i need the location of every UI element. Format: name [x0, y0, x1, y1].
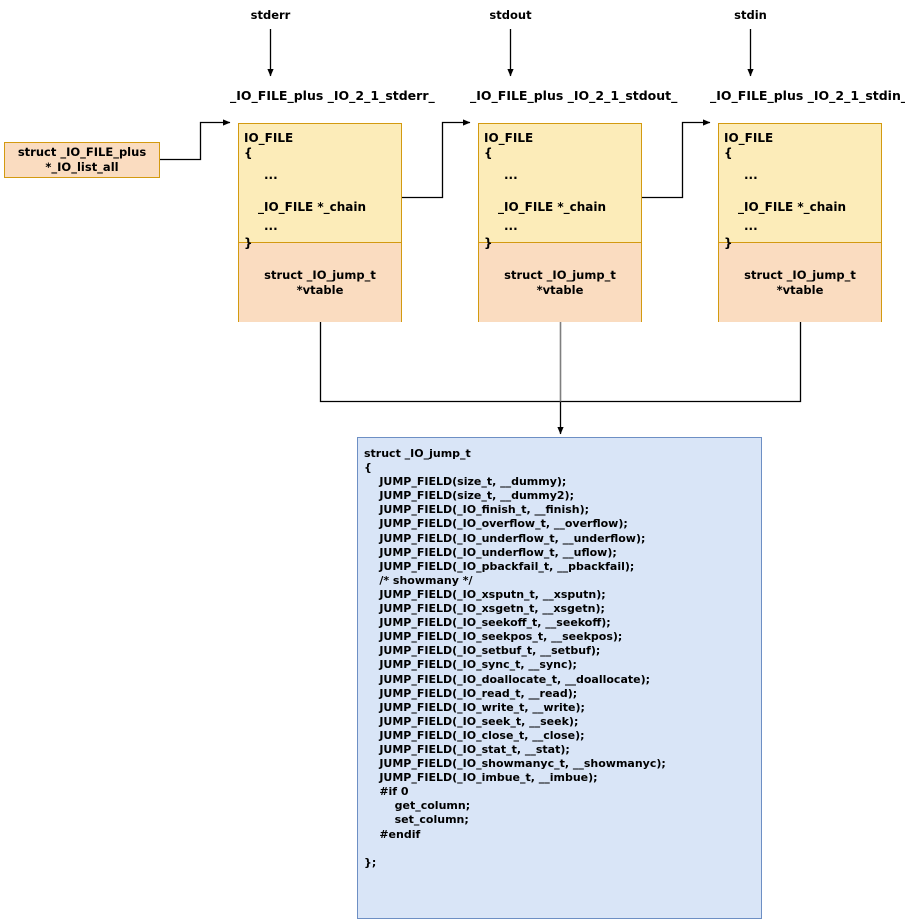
io-file-open-brace: {: [484, 146, 493, 160]
jump-t-code-line: JUMP_FIELD(_IO_setbuf_t, __setbuf);: [364, 644, 601, 658]
io-jump-t-code: struct _IO_jump_t{ JUMP_FIELD(size_t, __…: [364, 447, 761, 870]
io-jump-t-definition-box[interactable]: struct _IO_jump_t{ JUMP_FIELD(size_t, __…: [357, 437, 762, 919]
stream-label-stderr: stderr: [250, 8, 291, 22]
file-plus-box-stdout[interactable]: IO_FILE { ... _IO_FILE *_chain ... } str…: [478, 123, 642, 322]
jump-t-code-line: JUMP_FIELD(_IO_stat_t, __stat);: [364, 742, 570, 756]
stream-label-stdout: stdout: [489, 8, 532, 22]
io-list-all-box[interactable]: struct _IO_FILE_plus *_IO_list_all: [4, 142, 160, 178]
jump-t-code-line: #if 0: [364, 785, 409, 799]
wire-vtable-stderr-bus: [319, 322, 587, 403]
io-file-struct-stderr: IO_FILE { ... _IO_FILE *_chain ... }: [239, 124, 401, 250]
vtable-line2: *vtable: [536, 282, 584, 297]
file-plus-box-stderr[interactable]: IO_FILE { ... _IO_FILE *_chain ... } str…: [238, 123, 402, 322]
vtable-line2: *vtable: [776, 282, 824, 297]
caption-io-2-1-stdin: _IO_FILE_plus _IO_2_1_stdin_: [710, 88, 905, 103]
jump-t-code-line: JUMP_FIELD(_IO_sync_t, __sync);: [364, 658, 577, 672]
io-file-ellipsis-top: ...: [504, 168, 518, 182]
jump-t-code-line: JUMP_FIELD(size_t, __dummy2);: [364, 489, 574, 503]
jump-t-code-line: struct _IO_jump_t: [364, 447, 471, 460]
io-file-open-brace: {: [244, 146, 253, 160]
io-file-ellipsis-top: ...: [744, 168, 758, 182]
vtable-slot-stdout[interactable]: struct _IO_jump_t *vtable: [479, 242, 641, 322]
jump-t-code-line: JUMP_FIELD(_IO_showmanyc_t, __showmanyc)…: [364, 757, 666, 771]
caption-io-2-1-stderr: _IO_FILE_plus _IO_2_1_stderr_: [230, 88, 435, 103]
jump-t-code-line: JUMP_FIELD(_IO_pbackfail_t, __pbackfail)…: [364, 559, 635, 573]
jump-t-code-line: JUMP_FIELD(_IO_seekpos_t, __seekpos);: [364, 630, 623, 644]
io-file-header: IO_FILE: [244, 131, 294, 145]
io-file-ellipsis-top: ...: [264, 168, 278, 182]
io-file-ellipsis-bottom: ...: [504, 219, 518, 233]
jump-t-code-line: get_column;: [364, 799, 471, 813]
jump-t-code-line: JUMP_FIELD(_IO_finish_t, __finish);: [364, 503, 590, 517]
jump-t-code-line: JUMP_FIELD(_IO_seek_t, __seek);: [364, 714, 579, 728]
jump-t-code-line: #endif: [364, 827, 421, 841]
jump-t-code-line: JUMP_FIELD(_IO_read_t, __read);: [364, 686, 578, 700]
vtable-line1: struct _IO_jump_t: [264, 268, 376, 283]
io-file-close-brace: }: [484, 236, 493, 250]
vtable-line1: struct _IO_jump_t: [504, 268, 616, 283]
jump-t-code-line: JUMP_FIELD(_IO_underflow_t, __underflow)…: [364, 531, 646, 545]
jump-t-code-line: [364, 842, 761, 856]
io-file-ellipsis-bottom: ...: [744, 219, 758, 233]
jump-t-code-line: JUMP_FIELD(_IO_write_t, __write);: [364, 700, 585, 714]
jump-t-code-line: /* showmany */: [364, 573, 473, 587]
io-file-struct-stdout: IO_FILE { ... _IO_FILE *_chain ... }: [479, 124, 641, 250]
io-file-struct-stdin: IO_FILE { ... _IO_FILE *_chain ... }: [719, 124, 881, 250]
vtable-line1: struct _IO_jump_t: [744, 268, 856, 283]
jump-t-code-line: JUMP_FIELD(_IO_imbue_t, __imbue);: [364, 771, 598, 785]
io-file-header: IO_FILE: [484, 131, 534, 145]
jump-t-code-line: JUMP_FIELD(_IO_overflow_t, __overflow);: [364, 517, 628, 531]
file-plus-box-stdin[interactable]: IO_FILE { ... _IO_FILE *_chain ... } str…: [718, 123, 882, 322]
io-file-close-brace: }: [724, 236, 733, 250]
io-file-open-brace: {: [724, 146, 733, 160]
jump-t-code-line: };: [364, 855, 377, 869]
wire-listall-to-stderr: [160, 119, 231, 161]
vtable-slot-stderr[interactable]: struct _IO_jump_t *vtable: [239, 242, 401, 322]
wire-stderr-chain-to-stdout: [402, 119, 471, 199]
wire-vtable-stdin-bus: [587, 322, 802, 403]
jump-t-code-line: JUMP_FIELD(_IO_underflow_t, __uflow);: [364, 545, 617, 559]
io-list-all-line1: struct _IO_FILE_plus: [17, 145, 147, 160]
io-file-chain-field: _IO_FILE *_chain: [738, 200, 847, 214]
jump-t-code-line: JUMP_FIELD(size_t, __dummy);: [364, 475, 567, 489]
io-file-header: IO_FILE: [724, 131, 774, 145]
io-file-chain-field: _IO_FILE *_chain: [258, 200, 367, 214]
jump-t-code-line: JUMP_FIELD(_IO_close_t, __close);: [364, 728, 585, 742]
stream-label-stdin: stdin: [734, 8, 767, 22]
io-list-all-line2: *_IO_list_all: [45, 160, 119, 174]
caption-io-2-1-stdout: _IO_FILE_plus _IO_2_1_stdout_: [470, 88, 678, 103]
jump-t-code-line: JUMP_FIELD(_IO_doallocate_t, __doallocat…: [364, 672, 651, 686]
jump-t-code-line: JUMP_FIELD(_IO_xsgetn_t, __xsgetn);: [364, 602, 605, 616]
io-file-close-brace: }: [244, 236, 253, 250]
jump-t-code-line: JUMP_FIELD(_IO_xsputn_t, __xsputn);: [364, 587, 606, 601]
io-file-ellipsis-bottom: ...: [264, 219, 278, 233]
jump-t-code-line: {: [364, 461, 372, 475]
jump-t-code-line: set_column;: [364, 813, 469, 827]
io-file-chain-field: _IO_FILE *_chain: [498, 200, 607, 214]
wire-stdout-chain-to-stdin: [642, 119, 711, 199]
vtable-line2: *vtable: [296, 282, 344, 297]
jump-t-code-line: JUMP_FIELD(_IO_seekoff_t, __seekoff);: [364, 616, 611, 630]
vtable-slot-stdin[interactable]: struct _IO_jump_t *vtable: [719, 242, 881, 322]
